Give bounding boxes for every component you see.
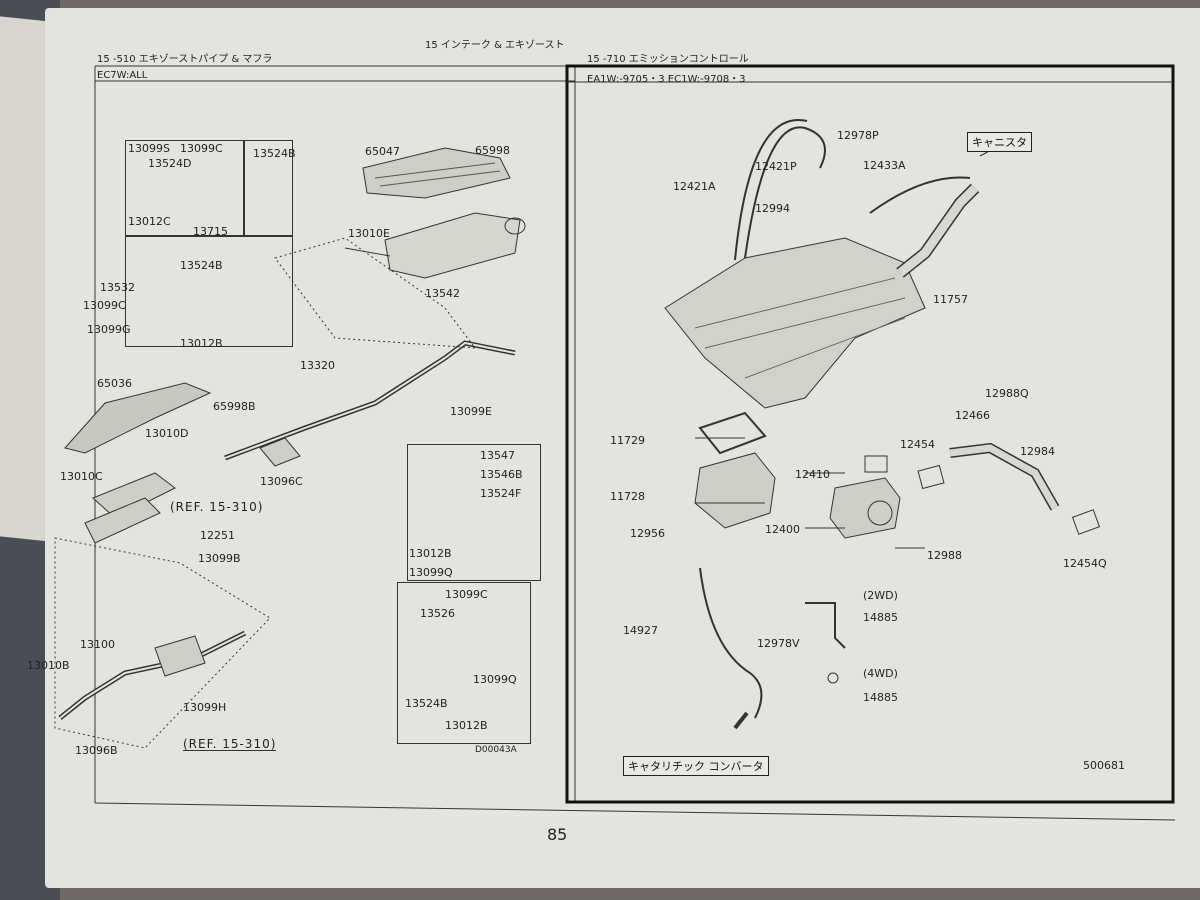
part-label: 13099Q (409, 566, 453, 579)
part-label: 65047 (365, 145, 400, 158)
part-label: 13546B (480, 468, 523, 481)
part-label: 11729 (610, 434, 645, 447)
variant-2wd-label: (2WD) (863, 589, 898, 602)
part-label: 13524B (180, 259, 223, 272)
parts-box-4 (407, 444, 541, 581)
part-label: 14885 (863, 611, 898, 624)
parts-box-1 (125, 140, 245, 237)
part-label: 13012B (180, 337, 223, 350)
part-label: 13010E (348, 227, 390, 240)
part-label: 12251 (200, 529, 235, 542)
part-label: 11757 (933, 293, 968, 306)
part-label: 12466 (955, 409, 990, 422)
part-label: 13524D (148, 157, 192, 170)
part-label: 12454Q (1063, 557, 1107, 570)
part-label: 12994 (755, 202, 790, 215)
part-label: 13547 (480, 449, 515, 462)
part-label: 65036 (97, 377, 132, 390)
part-label: 12984 (1020, 445, 1055, 458)
part-label: 13524F (480, 487, 522, 500)
part-label: 12433A (863, 159, 906, 172)
right-model: EA1W:-9705・3 EC1W:-9708・3 (587, 74, 746, 85)
reference-note: (REF. 15-310) (170, 500, 264, 514)
diagram-lines (54, 64, 1176, 821)
reference-note: (REF. 15-310) (183, 737, 277, 751)
part-label: 13099Q (473, 673, 517, 686)
part-label: 12988Q (985, 387, 1029, 400)
part-label: 12410 (795, 468, 830, 481)
part-label: 13099H (183, 701, 227, 714)
part-label: 13099B (198, 552, 241, 565)
part-label: 13099C (83, 299, 126, 312)
part-label: 12988 (927, 549, 962, 562)
canister-label: キャニスタ (967, 132, 1032, 152)
page-number: 85 (547, 825, 568, 844)
right-section-title: 15 -710 エミッションコントロール (587, 54, 749, 65)
part-label: 13099C (445, 588, 488, 601)
part-label: 13526 (420, 607, 455, 620)
part-label: 12421A (673, 180, 716, 193)
part-label: 13100 (80, 638, 115, 651)
part-label: 13715 (193, 225, 228, 238)
part-label: 13099S (128, 142, 170, 155)
part-label: 13532 (100, 281, 135, 294)
part-label: 13012C (128, 215, 171, 228)
part-label: 13010D (145, 427, 189, 440)
part-label: 13010B (27, 659, 70, 672)
part-label: 13524B (405, 697, 448, 710)
left-model: EC7W:ALL (97, 70, 148, 81)
part-label: 12454 (900, 438, 935, 451)
catalytic-converter-label: キャタリチック コンバータ (623, 756, 769, 776)
part-label: 13096B (75, 744, 118, 757)
part-label: 12421P (755, 160, 797, 173)
part-label: 13099C (180, 142, 223, 155)
part-label: 14927 (623, 624, 658, 637)
parts-box-3 (125, 235, 293, 347)
part-label: 13542 (425, 287, 460, 300)
part-label: 12400 (765, 523, 800, 536)
part-label: 13012B (445, 719, 488, 732)
part-label: 65998 (475, 144, 510, 157)
part-label: 14885 (863, 691, 898, 704)
catalog-page: 15 インテーク & エキゾースト 15 -510 エキゾーストパイプ & マフ… (27, 8, 1200, 888)
center-title: 15 インテーク & エキゾースト (425, 40, 565, 51)
part-label: 12978V (757, 637, 800, 650)
diagram-code: D00043A (475, 745, 517, 755)
part-label: 13099G (87, 323, 131, 336)
part-label: 13524B (253, 147, 296, 160)
part-label: 12978P (837, 129, 879, 142)
part-label: 65998B (213, 400, 256, 413)
part-label: 13012B (409, 547, 452, 560)
part-label: 13010C (60, 470, 103, 483)
part-label: 13099E (450, 405, 492, 418)
part-label: 13320 (300, 359, 335, 372)
part-label: 11728 (610, 490, 645, 503)
variant-4wd-label: (4WD) (863, 667, 898, 680)
parts-box-5 (397, 582, 531, 744)
parts-box-2 (243, 140, 293, 237)
left-section-title: 15 -510 エキゾーストパイプ & マフラ (97, 54, 273, 65)
part-label: 13096C (260, 475, 303, 488)
part-label: 12956 (630, 527, 665, 540)
diagram-code: 500681 (1083, 759, 1125, 772)
